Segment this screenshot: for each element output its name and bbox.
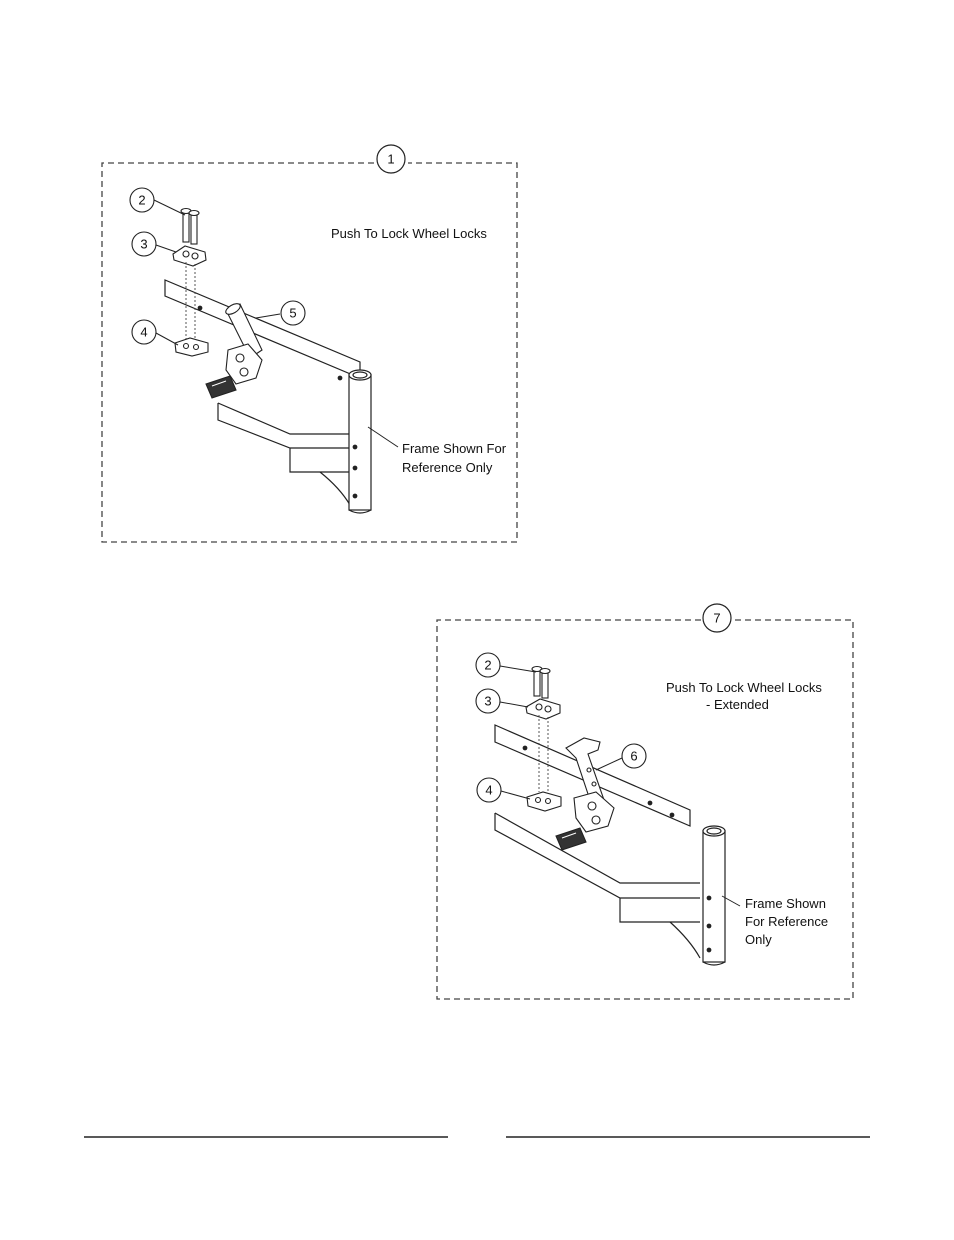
diagram-1-bottom-clamp-leader [155, 332, 179, 346]
diagram-7-frame-note-line-1: Frame Shown [745, 896, 826, 911]
diagram-7-callout-number: 7 [713, 611, 720, 626]
diagram-7-top-clamp [525, 698, 561, 720]
diagram-7-title-line-1: Push To Lock Wheel Locks [666, 680, 822, 695]
diagram-1-top-clamp [172, 245, 207, 267]
diagram-1-callout-top-clamp-circle [131, 231, 157, 257]
diagram-1-title: Push To Lock Wheel Locks [331, 226, 487, 241]
diagram-7-callout-top-clamp-circle [475, 688, 501, 714]
diagram-1-dashed-border [101, 162, 518, 543]
diagram-1-callout-lever: 5 [289, 306, 296, 321]
diagram-1-lever [225, 303, 263, 359]
diagram-1-callout-top-clamp: 3 [140, 237, 147, 252]
diagram-1-callout-bolt: 2 [138, 193, 145, 208]
diagram-1-lower-rail [217, 402, 351, 506]
diagram-1: 1 Push To Lock Wheel Locks [101, 144, 518, 543]
diagram-7-dashed-border [436, 619, 854, 1000]
diagram-7-frame-note-leader [721, 895, 741, 907]
diagram-1-frame-note-leader [367, 426, 399, 448]
diagram-7-side-rail [494, 724, 691, 827]
diagram-1-side-rail [164, 279, 361, 381]
diagram-1-callout-bottom-clamp-circle [131, 319, 157, 345]
diagram-7: 7 Push To Lock Wheel Locks - Extended [436, 603, 854, 1000]
diagram-7-callout-top-clamp: 3 [484, 694, 491, 709]
diagram-1-top-clamp-leader [155, 244, 177, 253]
diagram-7-callout-bolt-circle [475, 652, 501, 678]
diagram-7-callout-lever: 6 [630, 749, 637, 764]
diagram-7-title-line-2: - Extended [706, 697, 769, 712]
diagram-7-bottom-clamp-leader [500, 790, 531, 800]
diagram-7-frame-note-line-3: Only [745, 932, 772, 947]
diagram-1-frame-note-line-2: Reference Only [402, 460, 493, 475]
diagram-1-callout-circle [376, 144, 406, 174]
diagram-7-bottom-clamp [526, 791, 562, 812]
diagram-1-callout-bottom-clamp: 4 [140, 325, 147, 340]
diagram-1-callout-lever-circle [280, 300, 306, 326]
diagram-1-frame-tube [348, 369, 372, 514]
diagram-1-lock-mechanism [205, 343, 263, 399]
diagram-7-callout-circle [702, 603, 732, 633]
diagram-7-lock-mechanism [555, 791, 615, 851]
diagram-7-frame-note-line-2: For Reference [745, 914, 828, 929]
diagram-7-extended-lever [565, 737, 605, 807]
diagram-7-callout-lever-circle [621, 743, 647, 769]
diagram-1-frame-note-line-1: Frame Shown For [402, 441, 507, 456]
diagram-1-bolt-leader [153, 199, 186, 216]
diagram-7-bolt-leader [499, 665, 537, 673]
diagram-7-bolt [531, 665, 551, 699]
diagram-1-callout-number: 1 [387, 152, 394, 167]
diagram-7-top-clamp-leader [499, 701, 529, 708]
diagram-7-callout-bolt: 2 [484, 658, 491, 673]
diagram-1-callout-bolt-circle [129, 187, 155, 213]
diagram-1-lever-leader [255, 313, 281, 319]
diagram-7-frame-tube [702, 825, 726, 966]
diagram-7-callout-bottom-clamp: 4 [485, 783, 492, 798]
diagram-1-bottom-clamp [174, 337, 209, 357]
diagram-7-lower-rail [494, 812, 701, 959]
diagram-7-callout-bottom-clamp-circle [476, 777, 502, 803]
diagram-1-bolt [180, 207, 200, 245]
diagram-7-lever-leader [595, 757, 623, 771]
